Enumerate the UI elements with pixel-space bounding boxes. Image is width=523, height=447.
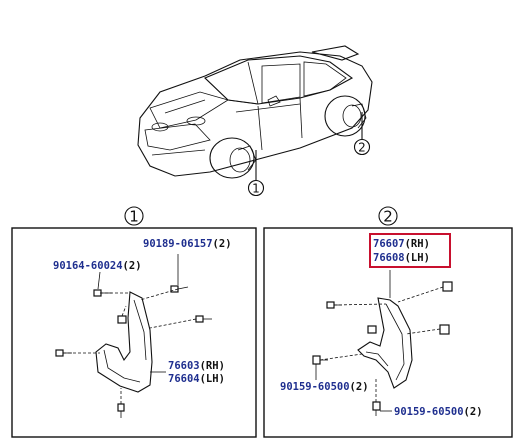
label-76604: 76604(LH) — [168, 373, 225, 385]
qty-90159-60500-b: (2) — [464, 406, 483, 418]
panel-left-labels: 90189-06157(2) 90164-60024(2) 76603(RH) … — [53, 238, 232, 385]
panel-left-drawing — [55, 254, 212, 418]
panel-right-number: 2 — [383, 208, 393, 226]
label-90159-60500-b: 90159-60500(2) — [394, 406, 483, 418]
panel-left-header: 1 — [124, 206, 144, 226]
qty-90164-60024: (2) — [123, 260, 142, 272]
qty-90189-06157: (2) — [213, 238, 232, 250]
label-76608: 76608(LH) — [373, 252, 430, 264]
part-number-76603: 76603 — [168, 360, 200, 372]
panel-right-labels: 76607(RH) 76608(LH) 90159-60500(2) 90159… — [280, 238, 483, 418]
part-number-76607: 76607 — [373, 238, 405, 250]
clip-4 — [367, 325, 377, 334]
qty-90159-60500-a: (2) — [350, 381, 369, 393]
part-number-90159-60500-a: 90159-60500 — [280, 381, 350, 393]
panel-left-number: 1 — [129, 208, 139, 226]
label-76607: 76607(RH) — [373, 238, 430, 250]
qty-76603: (RH) — [200, 360, 225, 372]
clip-3 — [439, 324, 450, 335]
callout-2-number: 2 — [358, 141, 366, 155]
qty-76604: (LH) — [200, 373, 225, 385]
label-90164-60024: 90164-60024(2) — [53, 260, 142, 272]
clip — [117, 315, 127, 324]
panel-right-header: 2 — [378, 206, 398, 226]
qty-76608: (LH) — [405, 252, 430, 264]
part-number-76608: 76608 — [373, 252, 405, 264]
part-number-90159-60500-b: 90159-60500 — [394, 406, 464, 418]
part-number-90164-60024: 90164-60024 — [53, 260, 123, 272]
qty-76607: (RH) — [405, 238, 430, 250]
label-90189-06157: 90189-06157(2) — [143, 238, 232, 250]
panel-right-drawing — [312, 270, 453, 416]
label-76603: 76603(RH) — [168, 360, 225, 372]
car-illustration — [137, 45, 373, 180]
screw-8 — [372, 401, 381, 416]
panel-left — [11, 227, 257, 438]
callout-1-number: 1 — [252, 182, 260, 196]
label-90159-60500-a: 90159-60500(2) — [280, 381, 369, 393]
clip-2 — [442, 281, 453, 292]
callout-1: 1 — [247, 179, 265, 197]
part-number-90189-06157: 90189-06157 — [143, 238, 213, 250]
panel-right — [263, 227, 513, 438]
callout-2: 2 — [353, 138, 371, 156]
part-number-76604: 76604 — [168, 373, 200, 385]
highlight-box — [369, 233, 451, 268]
